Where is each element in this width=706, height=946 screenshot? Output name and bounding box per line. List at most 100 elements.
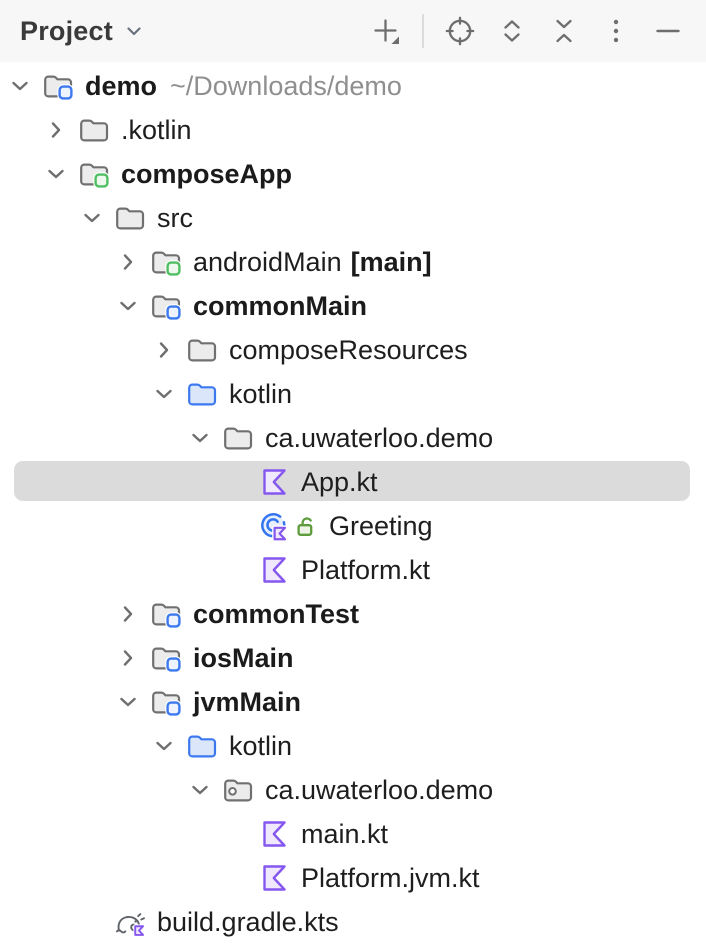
tree-row-iosmain[interactable]: iosMain bbox=[0, 636, 706, 680]
chevron-right-icon[interactable] bbox=[114, 248, 142, 276]
indent-spacer bbox=[0, 526, 222, 527]
folder-module-green-icon bbox=[150, 246, 182, 278]
project-view-title[interactable]: Project bbox=[20, 15, 113, 46]
row-label: composeApp bbox=[121, 158, 293, 189]
tree-row-composeresources[interactable]: composeResources bbox=[0, 328, 706, 372]
tree-row-platform-kt[interactable]: Platform.kt bbox=[0, 548, 706, 592]
indent-spacer bbox=[0, 878, 222, 879]
indent-spacer bbox=[0, 350, 150, 351]
indent-spacer bbox=[0, 702, 114, 703]
indent-spacer bbox=[0, 130, 42, 131]
tree-row-ca-uwaterloo-demo[interactable]: ca.uwaterloo.demo bbox=[0, 416, 706, 460]
folder-module-green-icon bbox=[78, 158, 110, 190]
row-label: main.kt bbox=[301, 818, 389, 849]
folder-icon bbox=[114, 202, 146, 234]
more-vertical-icon[interactable] bbox=[600, 15, 632, 47]
row-label: ca.uwaterloo.demo bbox=[265, 422, 494, 453]
tree-row-platform-jvm-kt[interactable]: Platform.jvm.kt bbox=[0, 856, 706, 900]
tree-row-src[interactable]: src bbox=[0, 196, 706, 240]
tree-row-ca-uwaterloo-demo[interactable]: ca.uwaterloo.demo bbox=[0, 768, 706, 812]
tree-row-greeting[interactable]: Greeting bbox=[0, 504, 706, 548]
tree-row-kotlin[interactable]: kotlin bbox=[0, 724, 706, 768]
row-label: Platform.jvm.kt bbox=[301, 862, 480, 893]
kotlin-file-icon bbox=[258, 818, 290, 850]
tree-row-composeapp[interactable]: composeApp bbox=[0, 152, 706, 196]
chevron-down-icon[interactable] bbox=[78, 204, 106, 232]
folder-module-blue-icon bbox=[150, 686, 182, 718]
row-label: Platform.kt bbox=[301, 554, 431, 585]
row-label: src bbox=[157, 202, 193, 233]
row-label: kotlin bbox=[229, 378, 293, 409]
indent-spacer bbox=[0, 218, 78, 219]
indent-spacer bbox=[0, 306, 114, 307]
chevron-right-icon[interactable] bbox=[150, 336, 178, 364]
indent-spacer bbox=[0, 394, 150, 395]
folder-module-blue-icon bbox=[150, 290, 182, 322]
chevron-down-icon[interactable] bbox=[121, 18, 147, 44]
tree-row-commonmain[interactable]: commonMain bbox=[0, 284, 706, 328]
indent-spacer bbox=[0, 658, 114, 659]
hide-icon[interactable] bbox=[652, 15, 684, 47]
row-path-hint: ~/Downloads/demo bbox=[170, 70, 402, 101]
folder-icon bbox=[78, 114, 110, 146]
indent-spacer bbox=[0, 482, 222, 483]
indent-spacer bbox=[0, 262, 114, 263]
indent-spacer bbox=[0, 746, 150, 747]
row-label: commonTest bbox=[193, 598, 360, 629]
tree-row-jvmmain[interactable]: jvmMain bbox=[0, 680, 706, 724]
indent-placeholder bbox=[222, 468, 250, 496]
tree-row-main-kt[interactable]: main.kt bbox=[0, 812, 706, 856]
chevron-down-icon[interactable] bbox=[114, 292, 142, 320]
add-icon[interactable] bbox=[370, 15, 402, 47]
row-label: iosMain bbox=[193, 642, 294, 673]
chevron-down-icon[interactable] bbox=[6, 72, 34, 100]
kotlin-file-icon bbox=[258, 862, 290, 894]
row-label: ca.uwaterloo.demo bbox=[265, 774, 494, 805]
indent-placeholder bbox=[222, 512, 250, 540]
toolbar-divider bbox=[422, 14, 424, 48]
row-label: Greeting bbox=[329, 510, 433, 541]
row-label: build.gradle.kts bbox=[157, 906, 339, 937]
indent-spacer bbox=[0, 790, 186, 791]
folder-module-blue-icon bbox=[150, 642, 182, 674]
indent-spacer bbox=[0, 922, 78, 923]
chevron-down-icon[interactable] bbox=[186, 776, 214, 804]
folder-source-blue-icon bbox=[186, 730, 218, 762]
toolbar bbox=[370, 14, 684, 48]
indent-spacer bbox=[0, 438, 186, 439]
row-label: commonMain bbox=[193, 290, 368, 321]
row-label: jvmMain bbox=[193, 686, 302, 717]
folder-module-blue-icon bbox=[150, 598, 182, 630]
kotlin-class-icon bbox=[258, 510, 290, 542]
chevron-down-icon[interactable] bbox=[150, 380, 178, 408]
collapse-all-icon[interactable] bbox=[548, 15, 580, 47]
chevron-right-icon[interactable] bbox=[114, 600, 142, 628]
tree-row-commontest[interactable]: commonTest bbox=[0, 592, 706, 636]
indent-spacer bbox=[0, 174, 42, 175]
tree-row-app-kt[interactable]: App.kt bbox=[0, 460, 706, 504]
indent-spacer bbox=[0, 614, 114, 615]
locate-icon[interactable] bbox=[444, 15, 476, 47]
chevron-down-icon[interactable] bbox=[150, 732, 178, 760]
tree-row-androidmain[interactable]: androidMain[main] bbox=[0, 240, 706, 284]
row-suffix: [main] bbox=[350, 246, 432, 277]
kotlin-file-icon bbox=[258, 554, 290, 586]
row-label: .kotlin bbox=[121, 114, 192, 145]
row-label: composeResources bbox=[229, 334, 468, 365]
chevron-right-icon[interactable] bbox=[114, 644, 142, 672]
project-tree: demo ~/Downloads/demo .kotlin composeApp src… bbox=[0, 62, 706, 944]
tree-row--kotlin[interactable]: .kotlin bbox=[0, 108, 706, 152]
tree-row-kotlin[interactable]: kotlin bbox=[0, 372, 706, 416]
package-icon bbox=[222, 774, 254, 806]
expand-all-icon[interactable] bbox=[496, 15, 528, 47]
indent-placeholder bbox=[222, 864, 250, 892]
tree-row-demo[interactable]: demo ~/Downloads/demo bbox=[0, 64, 706, 108]
folder-icon bbox=[186, 334, 218, 366]
chevron-down-icon[interactable] bbox=[42, 160, 70, 188]
indent-placeholder bbox=[222, 820, 250, 848]
chevron-down-icon[interactable] bbox=[186, 424, 214, 452]
row-label: demo bbox=[85, 70, 158, 101]
chevron-down-icon[interactable] bbox=[114, 688, 142, 716]
tree-row-build-gradle-kts[interactable]: build.gradle.kts bbox=[0, 900, 706, 944]
chevron-right-icon[interactable] bbox=[42, 116, 70, 144]
